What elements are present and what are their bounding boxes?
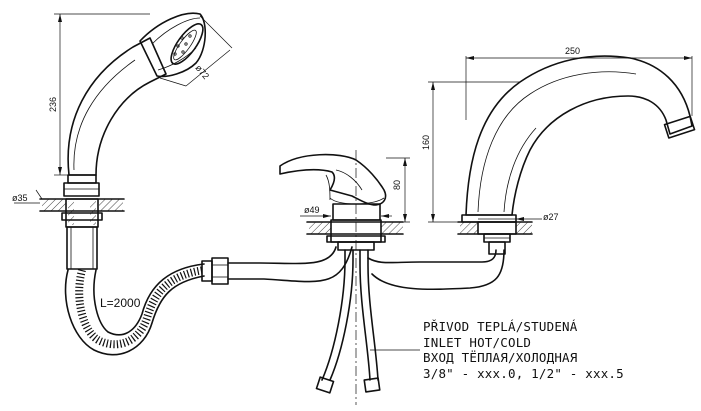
dim-spout-reach: 250 [565, 46, 580, 56]
note-line-english: INLET HOT/COLD [423, 334, 532, 350]
mixer-valve [279, 150, 505, 405]
bath-spout [457, 55, 696, 255]
dim-mixer-hole: ø49 [304, 205, 320, 215]
dimension-lines [14, 13, 693, 351]
note-line-russian: ВХОД ТЁПЛАЯ/ХОЛОДНАЯ [423, 350, 578, 365]
note-line-thread-sizes: 3/8" - xxx.0, 1/2" - xxx.5 [423, 365, 624, 381]
inlet-notes: PŘIVOD TEPLÁ/STUDENÁ INLET HOT/COLD ВХОД… [423, 319, 698, 381]
dim-hose-length: L=2000 [100, 296, 141, 310]
dim-handshower-hole: ø35 [12, 193, 28, 203]
note-line-czech: PŘIVOD TEPLÁ/STUDENÁ [423, 319, 578, 334]
hand-shower [39, 12, 206, 270]
dim-handshower-length: 236 [48, 97, 58, 112]
dim-lever-height: 80 [392, 180, 402, 190]
dim-spray-diameter: ø72 [193, 63, 211, 81]
flexible-hose [64, 246, 353, 356]
dim-spout-height: 160 [421, 135, 431, 150]
dim-spout-hole: ø27 [543, 212, 559, 222]
